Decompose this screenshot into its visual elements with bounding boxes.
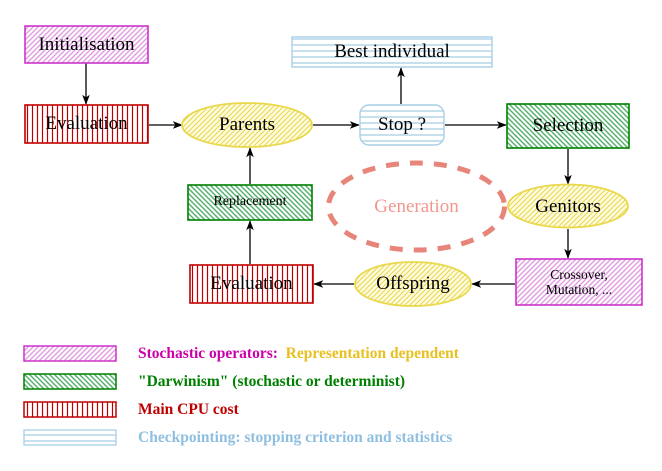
legend-text-stochastic-secondary: Representation dependent [285,345,459,362]
legend-row-checkpointing: Checkpointing: stopping criterion and st… [24,427,644,449]
legend-swatch-green [23,373,117,390]
node-stop[interactable] [359,104,445,146]
legend-text-stochastic-primary: Stochastic operators: [138,345,278,362]
legend-swatch-magenta [23,345,117,362]
node-selection[interactable] [506,103,630,149]
node-initialisation[interactable] [24,25,149,64]
legend-text-checkpointing: Checkpointing: stopping criterion and st… [138,429,453,446]
node-replacement[interactable] [187,184,313,221]
legend-swatch-red [23,401,117,418]
legend-text-darwinism: "Darwinism" (stochastic or determinist) [138,373,406,390]
node-generation [326,160,507,253]
node-best-individual[interactable] [291,36,493,68]
legend-row-darwinism: "Darwinism" (stochastic or determinist) [24,371,644,393]
node-evaluation-top[interactable] [24,104,149,144]
legend-swatch-slot-magenta [24,347,116,362]
node-evaluation-bottom[interactable] [189,264,314,304]
legend-row-stochastic: Stochastic operators: Representation dep… [24,343,644,365]
edge-group [82,63,572,288]
node-genitors[interactable] [507,183,629,229]
legend-swatch-slot-green [24,375,116,390]
legend-swatch-blue [23,429,117,446]
node-parents[interactable] [181,102,313,148]
node-crossover[interactable] [515,258,643,306]
node-offspring[interactable] [354,261,472,307]
legend-text-stochastic: Stochastic operators: Representation dep… [138,345,459,363]
legend-swatch-slot-blue [24,431,116,446]
legend-text-cpu-cost: Main CPU cost [138,401,239,418]
legend-swatch-slot-red [24,403,116,418]
legend-row-cpu-cost: Main CPU cost [24,399,644,421]
